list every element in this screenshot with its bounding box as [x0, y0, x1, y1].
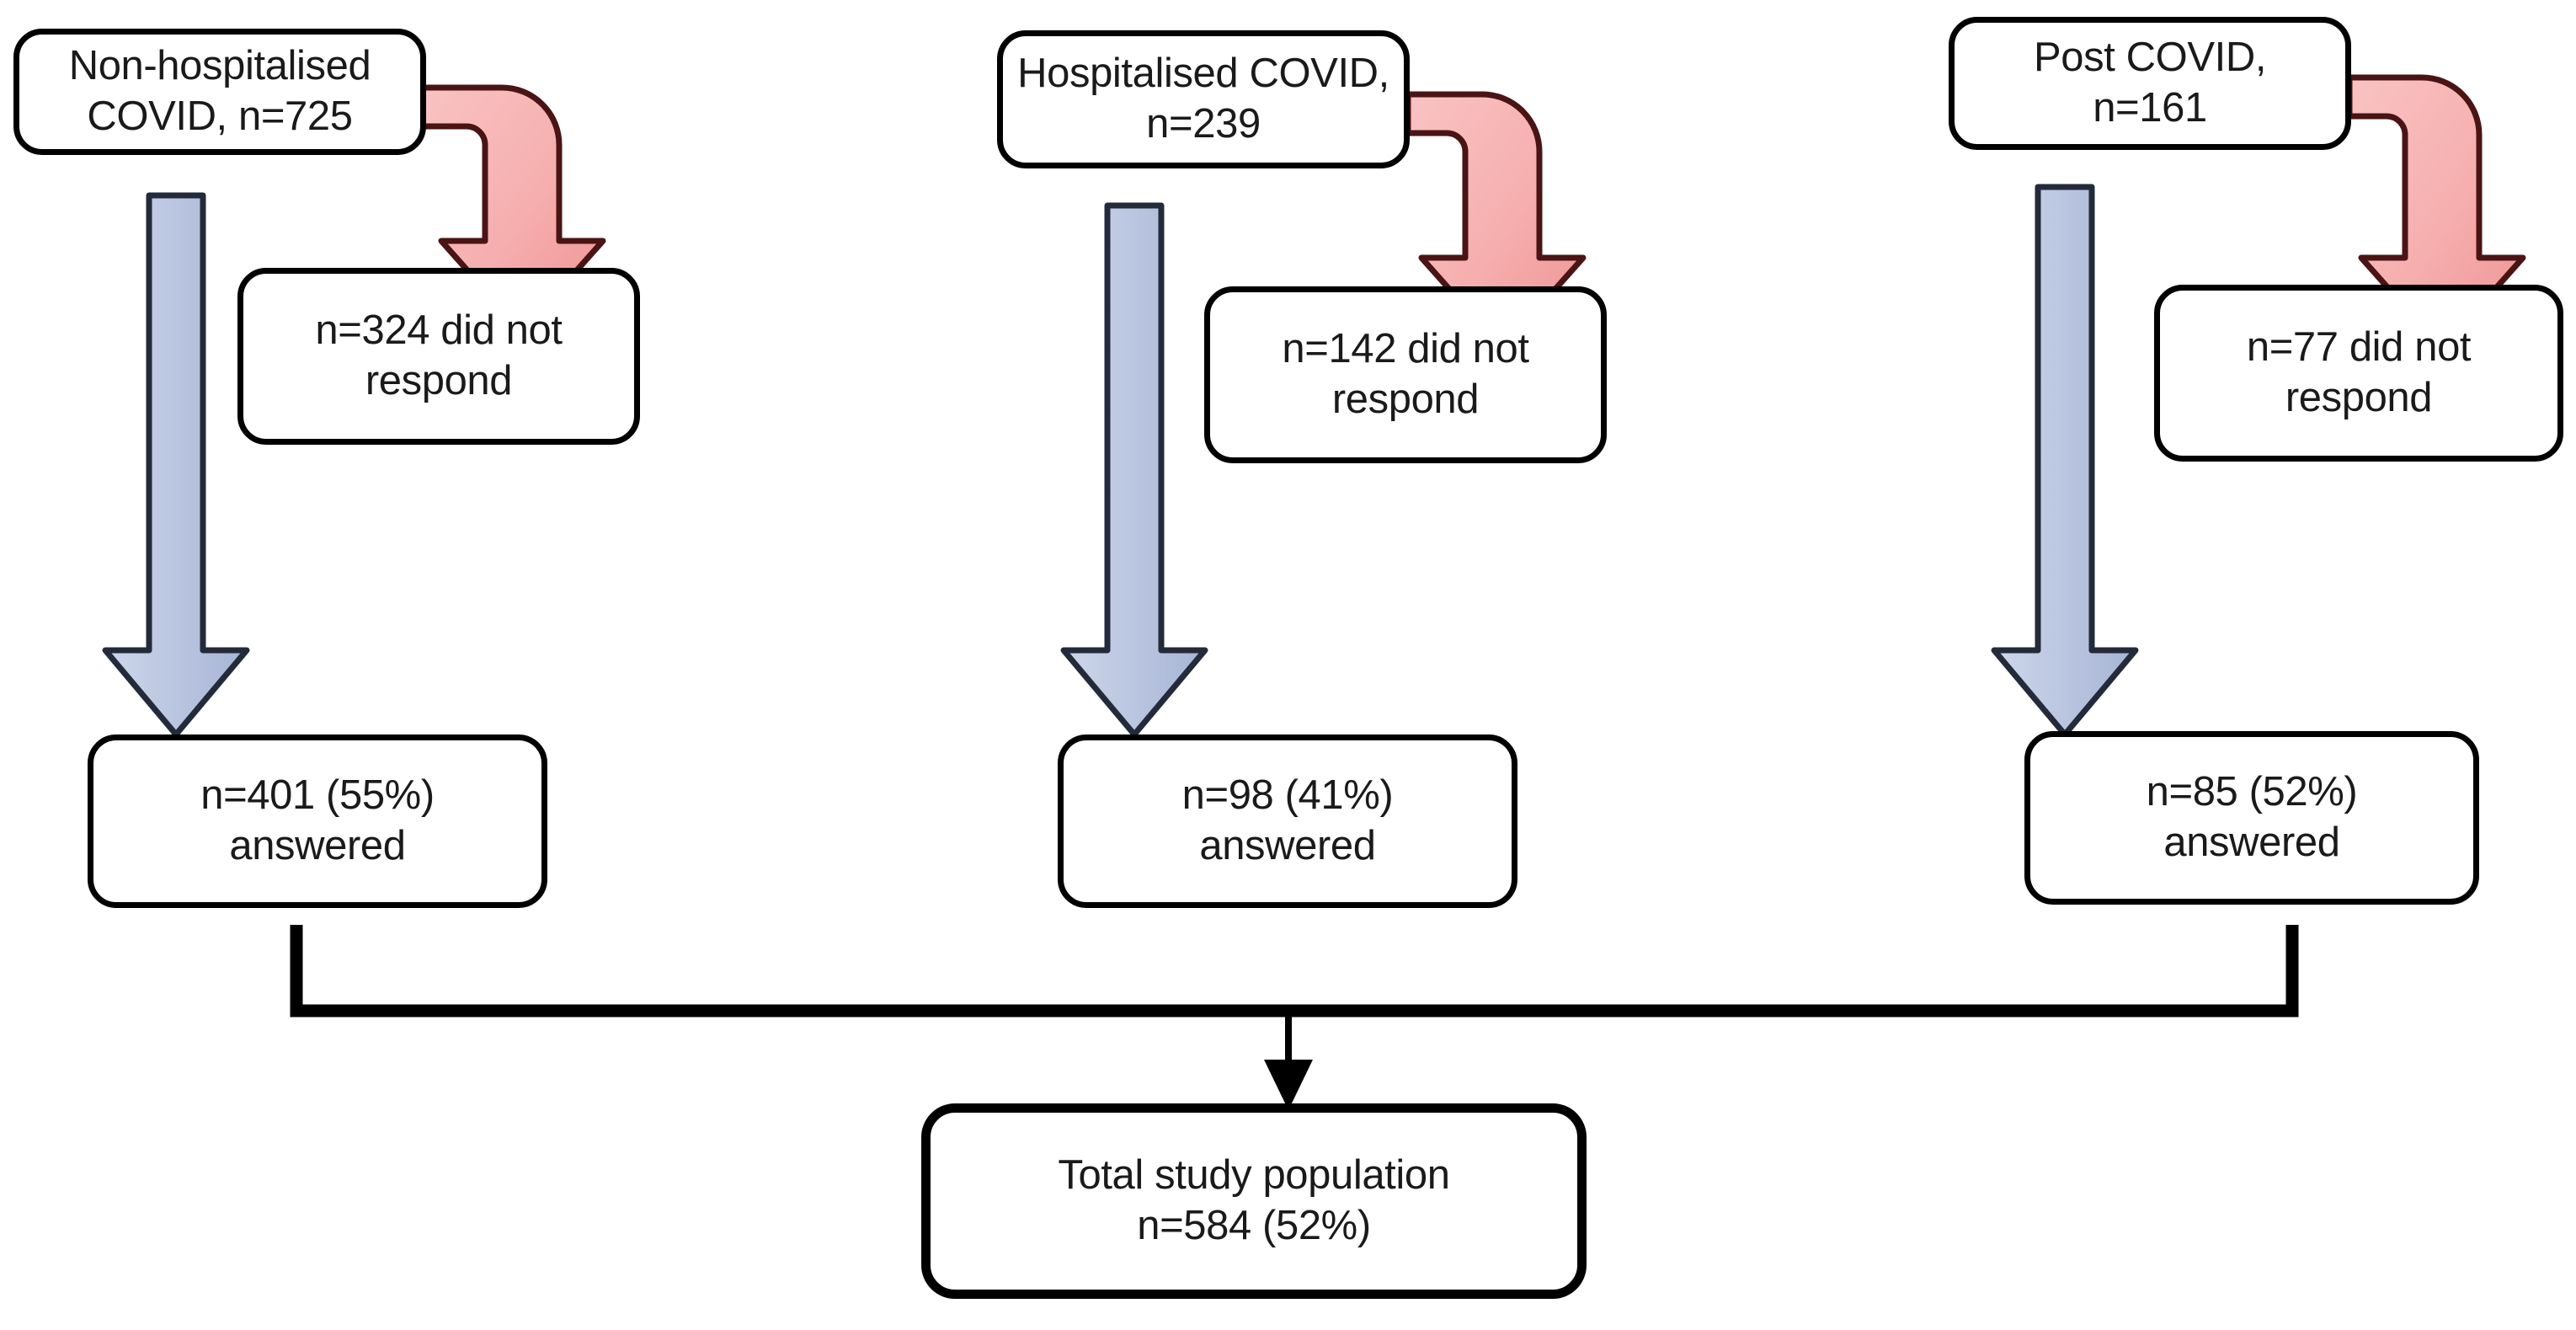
dropout-box-hospitalised[interactable]: n=142 did not respond: [1204, 286, 1607, 463]
answered-box-non-hospitalised-label: n=401 (55%) answered: [200, 772, 435, 868]
source-box-hospitalised[interactable]: Hospitalised COVID, n=239: [997, 30, 1410, 168]
answered-box-post-covid-label: n=85 (52%) answered: [2146, 769, 2358, 865]
dropout-box-non-hospitalised-label: n=324 did not respond: [315, 307, 563, 403]
dropout-box-hospitalised-label: n=142 did not respond: [1282, 326, 1529, 422]
answered-box-post-covid[interactable]: n=85 (52%) answered: [2024, 731, 2479, 905]
blue-down-arrow-column-3: [1991, 184, 2139, 738]
source-box-non-hospitalised-label: Non-hospitalised COVID, n=725: [68, 43, 371, 139]
total-study-population-label: Total study population n=584 (52%): [1058, 1152, 1450, 1248]
red-curved-arrow-column-2: [1405, 91, 1587, 352]
merge-connector: [290, 925, 2299, 1110]
total-study-population-box[interactable]: Total study population n=584 (52%): [921, 1103, 1587, 1299]
dropout-box-post-covid[interactable]: n=77 did not respond: [2154, 285, 2563, 462]
source-box-non-hospitalised[interactable]: Non-hospitalised COVID, n=725: [13, 29, 426, 155]
red-curved-arrow-column-3: [2346, 74, 2526, 352]
answered-box-hospitalised-label: n=98 (41%) answered: [1181, 772, 1394, 868]
blue-down-arrow-column-1: [102, 192, 250, 738]
dropout-box-non-hospitalised[interactable]: n=324 did not respond: [237, 268, 640, 445]
source-box-post-covid-label: Post COVID, n=161: [2033, 35, 2267, 131]
source-box-post-covid[interactable]: Post COVID, n=161: [1949, 17, 2351, 150]
source-box-hospitalised-label: Hospitalised COVID, n=239: [1017, 51, 1389, 147]
answered-box-non-hospitalised[interactable]: n=401 (55%) answered: [88, 734, 547, 908]
blue-down-arrow-column-2: [1060, 202, 1208, 738]
dropout-box-post-covid-label: n=77 did not respond: [2246, 324, 2472, 420]
answered-box-hospitalised[interactable]: n=98 (41%) answered: [1058, 734, 1517, 908]
